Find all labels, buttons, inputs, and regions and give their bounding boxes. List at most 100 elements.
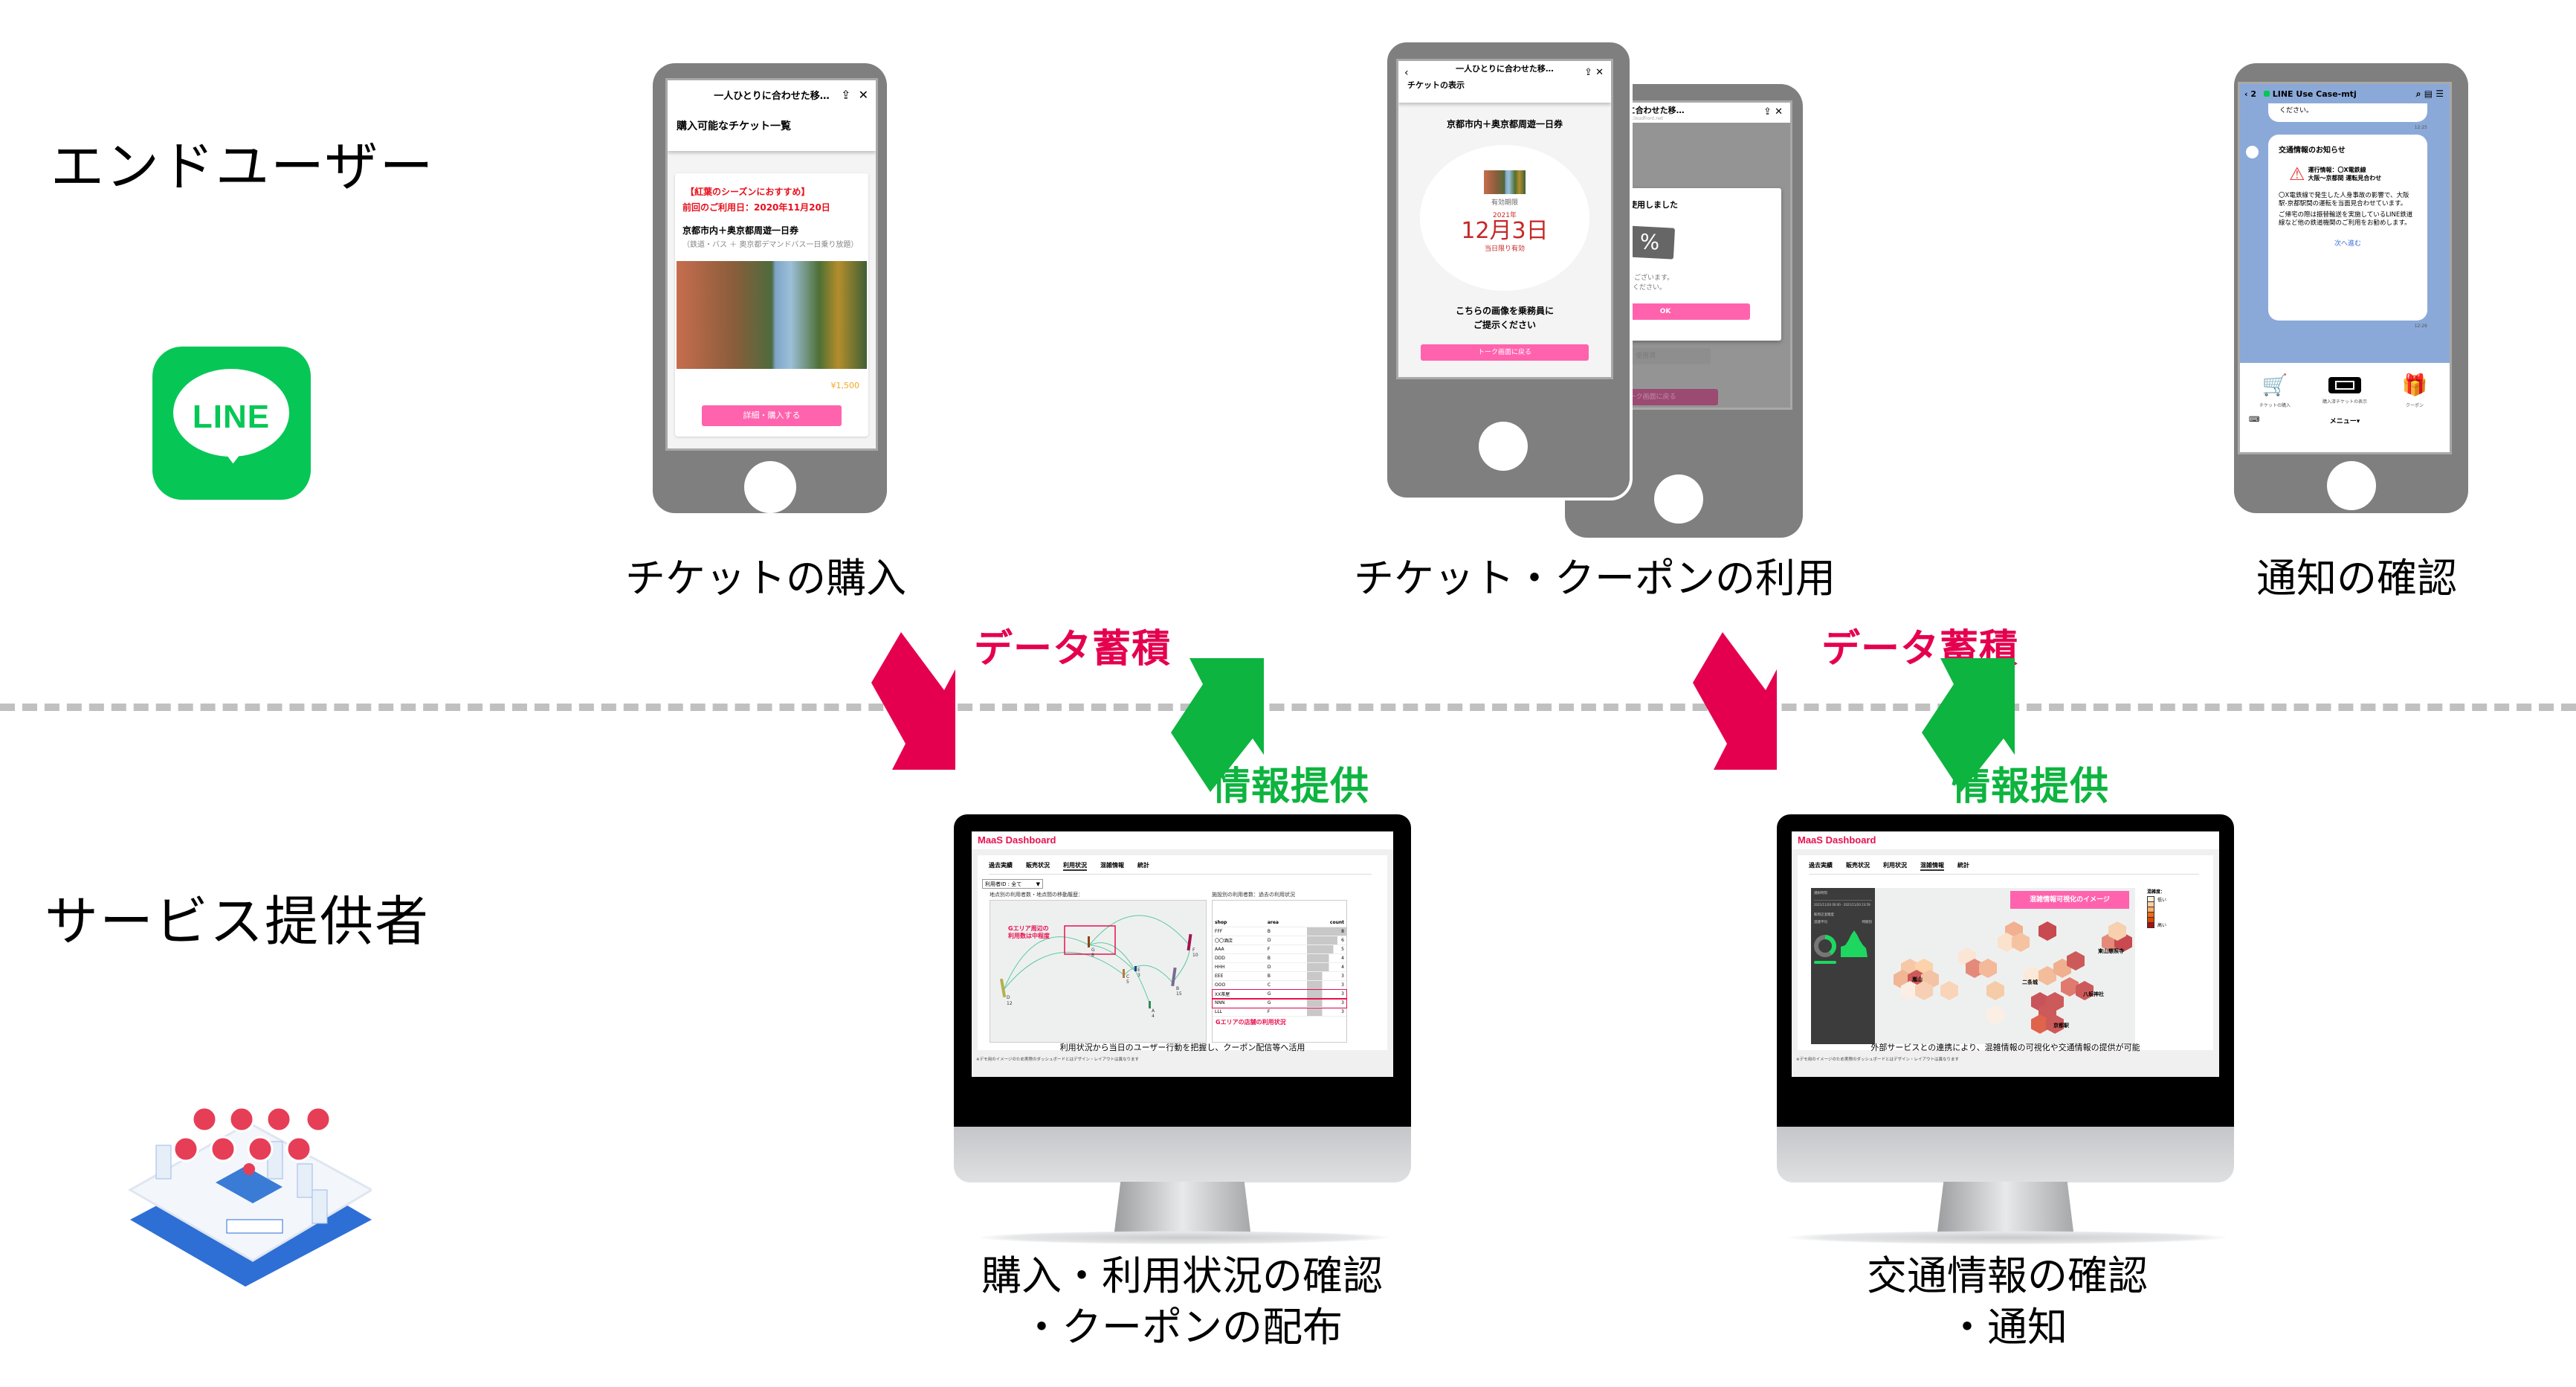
svg-text:12: 12	[1007, 1001, 1013, 1006]
svg-text:F: F	[1192, 947, 1195, 953]
instruction-2: ご提示ください	[1473, 320, 1536, 330]
notes-icon[interactable]: ▤	[2424, 89, 2433, 99]
tab-past-results[interactable]: 過去実績	[1809, 862, 1833, 869]
back-to-talk-button[interactable]: トーク画面に戻る	[1421, 344, 1589, 361]
info-provision-arrow-2	[1922, 658, 2015, 792]
congestion-donut-chart	[1814, 935, 1836, 957]
close-icon[interactable]: ✕	[858, 88, 868, 102]
validity-date: 12月3日	[1461, 218, 1549, 244]
menu-item-ticket-purchase[interactable]: 🛒 チケットの購入	[2240, 373, 2309, 409]
svg-text:4: 4	[1152, 1014, 1155, 1019]
col-area[interactable]: area	[1265, 918, 1302, 927]
caption-traffic-line-2: ・通知	[1947, 1304, 2067, 1351]
notice-body-1: 〇X電鉄線で発生した人身事故の影響で、大阪駅-京都駅間の運転を当面見合わせていま…	[2279, 192, 2409, 207]
menu-item-purchased-tickets[interactable]: 購入済チケットの表示	[2310, 373, 2379, 408]
gift-icon: 🎁	[2401, 373, 2428, 397]
col-shop[interactable]: shop	[1213, 918, 1265, 927]
page-title: チケットの表示	[1407, 80, 1465, 90]
menu-item-coupon[interactable]: 🎁 クーポン	[2380, 373, 2449, 409]
home-button	[2327, 461, 2376, 510]
hamburger-menu-icon[interactable]: ☰	[2435, 89, 2444, 99]
section-label: 駅周辺混雑度	[1814, 913, 1834, 917]
role-end-user-label: エンドユーザー	[51, 135, 435, 198]
search-icon[interactable]: ⌕	[2415, 89, 2421, 99]
legend-low: 低い	[2157, 898, 2167, 903]
validity-note: 当日限り有効	[1484, 245, 1525, 253]
share-icon[interactable]: ⇪	[1763, 106, 1772, 118]
ticket-photo	[677, 261, 867, 369]
caption-notification-check: 通知の確認	[2256, 555, 2457, 602]
tab-congestion[interactable]: 混雑情報	[1100, 862, 1124, 869]
caption-ticket-coupon-use: チケット・クーポンの利用	[1354, 555, 1836, 602]
share-icon[interactable]: ⇪	[1584, 67, 1592, 78]
map-annotation-2: 利用数は中程度	[1007, 932, 1050, 939]
tab-sales[interactable]: 販売状況	[1846, 862, 1870, 869]
table-annotation: Gエリアの店舗の利用状況	[1216, 1019, 1286, 1026]
line-app-icon: LINE	[152, 347, 311, 500]
rich-menu: 🛒 チケットの購入 購入済チケットの表示 🎁 クーポン ⌨ メニュー▾	[2240, 363, 2450, 452]
tab-past-results[interactable]: 過去実績	[989, 862, 1013, 869]
next-link[interactable]: 次へ進む	[2334, 240, 2361, 248]
dashboard-disclaimer: ※デモ用のイメージのため実際のダッシュボードとはデザイン・レイアウトは異なります	[1796, 1058, 1960, 1062]
tab-stats[interactable]: 統計	[1137, 862, 1149, 869]
warning-icon: ⚠	[2289, 164, 2305, 184]
caption-usage-line-2: ・クーポンの配布	[1021, 1304, 1343, 1351]
dashboard-screen: MaaS Dashboard 過去実績 販売状況 利用状況 混雑情報 統計 選択…	[1792, 831, 2219, 1077]
col-count[interactable]: count	[1302, 918, 1346, 927]
back-icon[interactable]: ‹	[2244, 89, 2248, 99]
tab-usage[interactable]: 利用状況	[1883, 862, 1907, 869]
user-provider-divider	[0, 704, 2576, 711]
tab-usage[interactable]: 利用状況	[1063, 861, 1087, 871]
data-accumulation-arrow-1	[871, 632, 955, 770]
card-title: 交通情報のお知らせ	[2279, 147, 2346, 155]
place-label-yasaka-shrine: 八坂神社	[2083, 991, 2104, 997]
dropdown-arrow-icon: ▼	[1036, 881, 1040, 887]
legend-title: 混雑度：	[2147, 889, 2166, 895]
tab-stats[interactable]: 統計	[1957, 862, 1969, 869]
ticket-card[interactable]: 【紅葉のシーズンにおすすめ】 前回のご利用日：2020年11月20日 京都市内＋…	[675, 173, 868, 437]
role-service-provider-label: サービス提供者	[45, 890, 430, 953]
tab-sales[interactable]: 販売状況	[1026, 862, 1050, 869]
caption-traffic-line-1: 交通情報の確認	[1867, 1252, 2148, 1299]
menu-item-label: クーポン	[2405, 403, 2424, 408]
menu-item-label: チケットの購入	[2259, 403, 2291, 408]
back-icon[interactable]: ‹	[1404, 67, 1409, 79]
detail-purchase-button[interactable]: 詳細・購入する	[702, 405, 842, 426]
filter-value: 利用者ID : 全て	[985, 881, 1022, 887]
dashboard-summary: 利用状況から当日のユーザー行動を把握し、クーポン配信等へ活用	[1059, 1043, 1305, 1052]
svg-text:15: 15	[1176, 991, 1182, 997]
ticket-price: ¥1,500	[830, 381, 860, 390]
svg-text:B: B	[1176, 986, 1179, 991]
close-icon[interactable]: ✕	[1595, 67, 1604, 78]
phone-ticket-purchase: 一人ひとりに合わせた移… ⇪ ✕ 購入可能なチケット一覧 【紅葉のシーズンにおす…	[653, 63, 887, 513]
ticket-validity-circle: 有効期限 2021年 12月3日 当日限り有効	[1420, 145, 1589, 291]
dashboard-title: MaaS Dashboard	[978, 834, 1056, 846]
traffic-info-card: 交通情報のお知らせ ⚠ 運行情報：〇X電鉄線 大阪〜京都間 運転見合わせ 〇X電…	[2268, 135, 2427, 321]
info-provision-label-2: 情報提供	[1952, 765, 2110, 809]
time-label: 選択時刻	[1814, 892, 1827, 895]
page-title: 購入可能なチケット一覧	[677, 120, 791, 132]
validity-year: 2021年	[1493, 212, 1517, 219]
webview-title: 一人ひとりに合わせた移…	[714, 91, 830, 102]
close-icon[interactable]: ✕	[1775, 106, 1783, 118]
ticket-thumbnail	[1484, 170, 1526, 194]
official-badge-icon	[2263, 91, 2270, 97]
map-annotation-1: Gエリア周辺の	[1008, 924, 1049, 932]
menu-toggle[interactable]: メニュー▾	[2329, 418, 2360, 425]
time-1: 12:25	[2414, 125, 2427, 130]
share-icon[interactable]: ⇪	[841, 88, 851, 102]
user-id-filter[interactable]: 利用者ID : 全て ▼	[982, 879, 1043, 889]
keyboard-icon[interactable]: ⌨	[2249, 416, 2260, 424]
data-accumulation-arrow-2	[1693, 632, 1777, 770]
svg-text:E: E	[1137, 968, 1140, 973]
home-button	[744, 461, 796, 513]
tab-congestion[interactable]: 混雑情報	[1920, 861, 1944, 871]
dashboard-disclaimer: ※デモ用のイメージのため実際のダッシュボードとはデザイン・レイアウトは異なります	[976, 1058, 1140, 1062]
